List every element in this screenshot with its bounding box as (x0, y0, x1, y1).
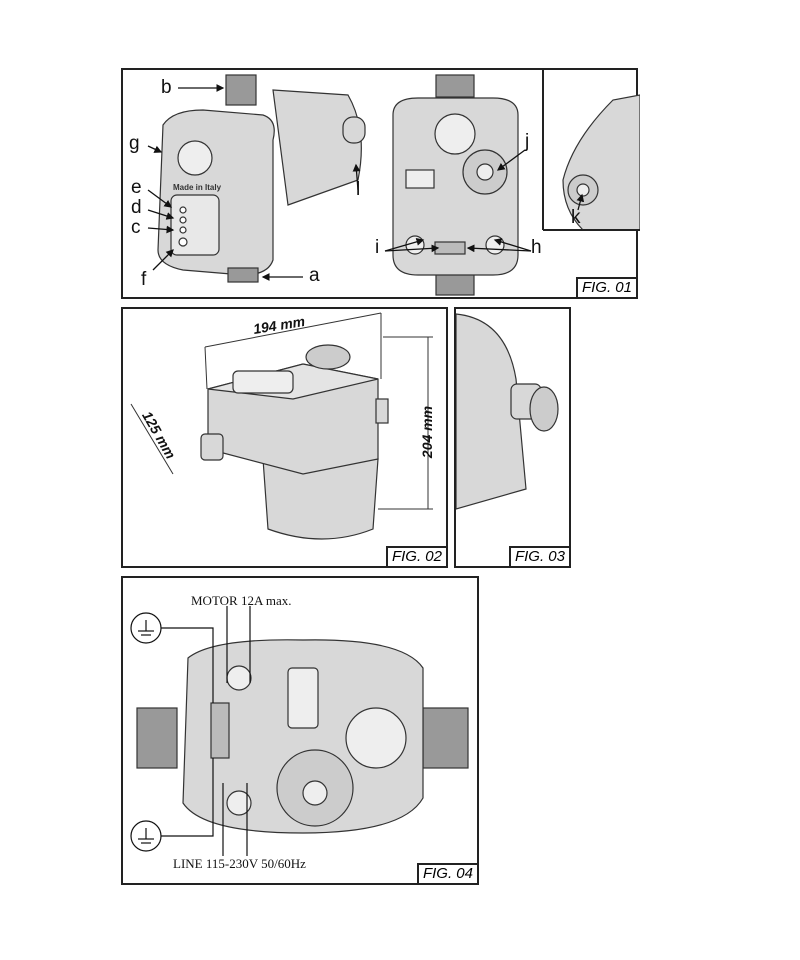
label-e: e (131, 177, 142, 198)
label-b: b (161, 77, 172, 98)
label-c: c (131, 217, 141, 238)
pump-drawings (147, 70, 640, 296)
figure-03: FIG. 03 (454, 307, 571, 568)
label-g: g (129, 133, 140, 154)
dimension-height: 204 mm (419, 405, 436, 459)
line-label: LINE 115-230V 50/60Hz (173, 856, 306, 871)
label-j: j (525, 131, 530, 152)
label-h: h (531, 237, 542, 258)
pump-dimension-drawing (130, 312, 433, 540)
label-a: a (309, 265, 320, 286)
label-k: k (571, 207, 581, 228)
device-text: Made in Italy (173, 183, 222, 192)
wiring-diagram (130, 606, 469, 856)
figure-02: 194 mm 125 mm 204 mm FIG. 02 (121, 307, 448, 568)
label-d: d (131, 197, 142, 218)
figure-caption: FIG. 03 (508, 546, 571, 568)
figure-caption: FIG. 02 (385, 546, 448, 568)
figure-01: b g e d c f a l j i h k Made in Italy FI… (121, 68, 640, 299)
motor-label: MOTOR 12A max. (191, 593, 292, 608)
figure-caption: FIG. 01 (575, 277, 638, 299)
pump-detail-drawing (456, 313, 559, 510)
label-l: l (356, 179, 361, 200)
label-i: i (375, 237, 380, 258)
figure-04: MOTOR 12A max. LINE 115-230V 50/60Hz FIG… (121, 576, 479, 885)
label-f: f (141, 269, 147, 290)
figure-caption: FIG. 04 (416, 863, 479, 885)
